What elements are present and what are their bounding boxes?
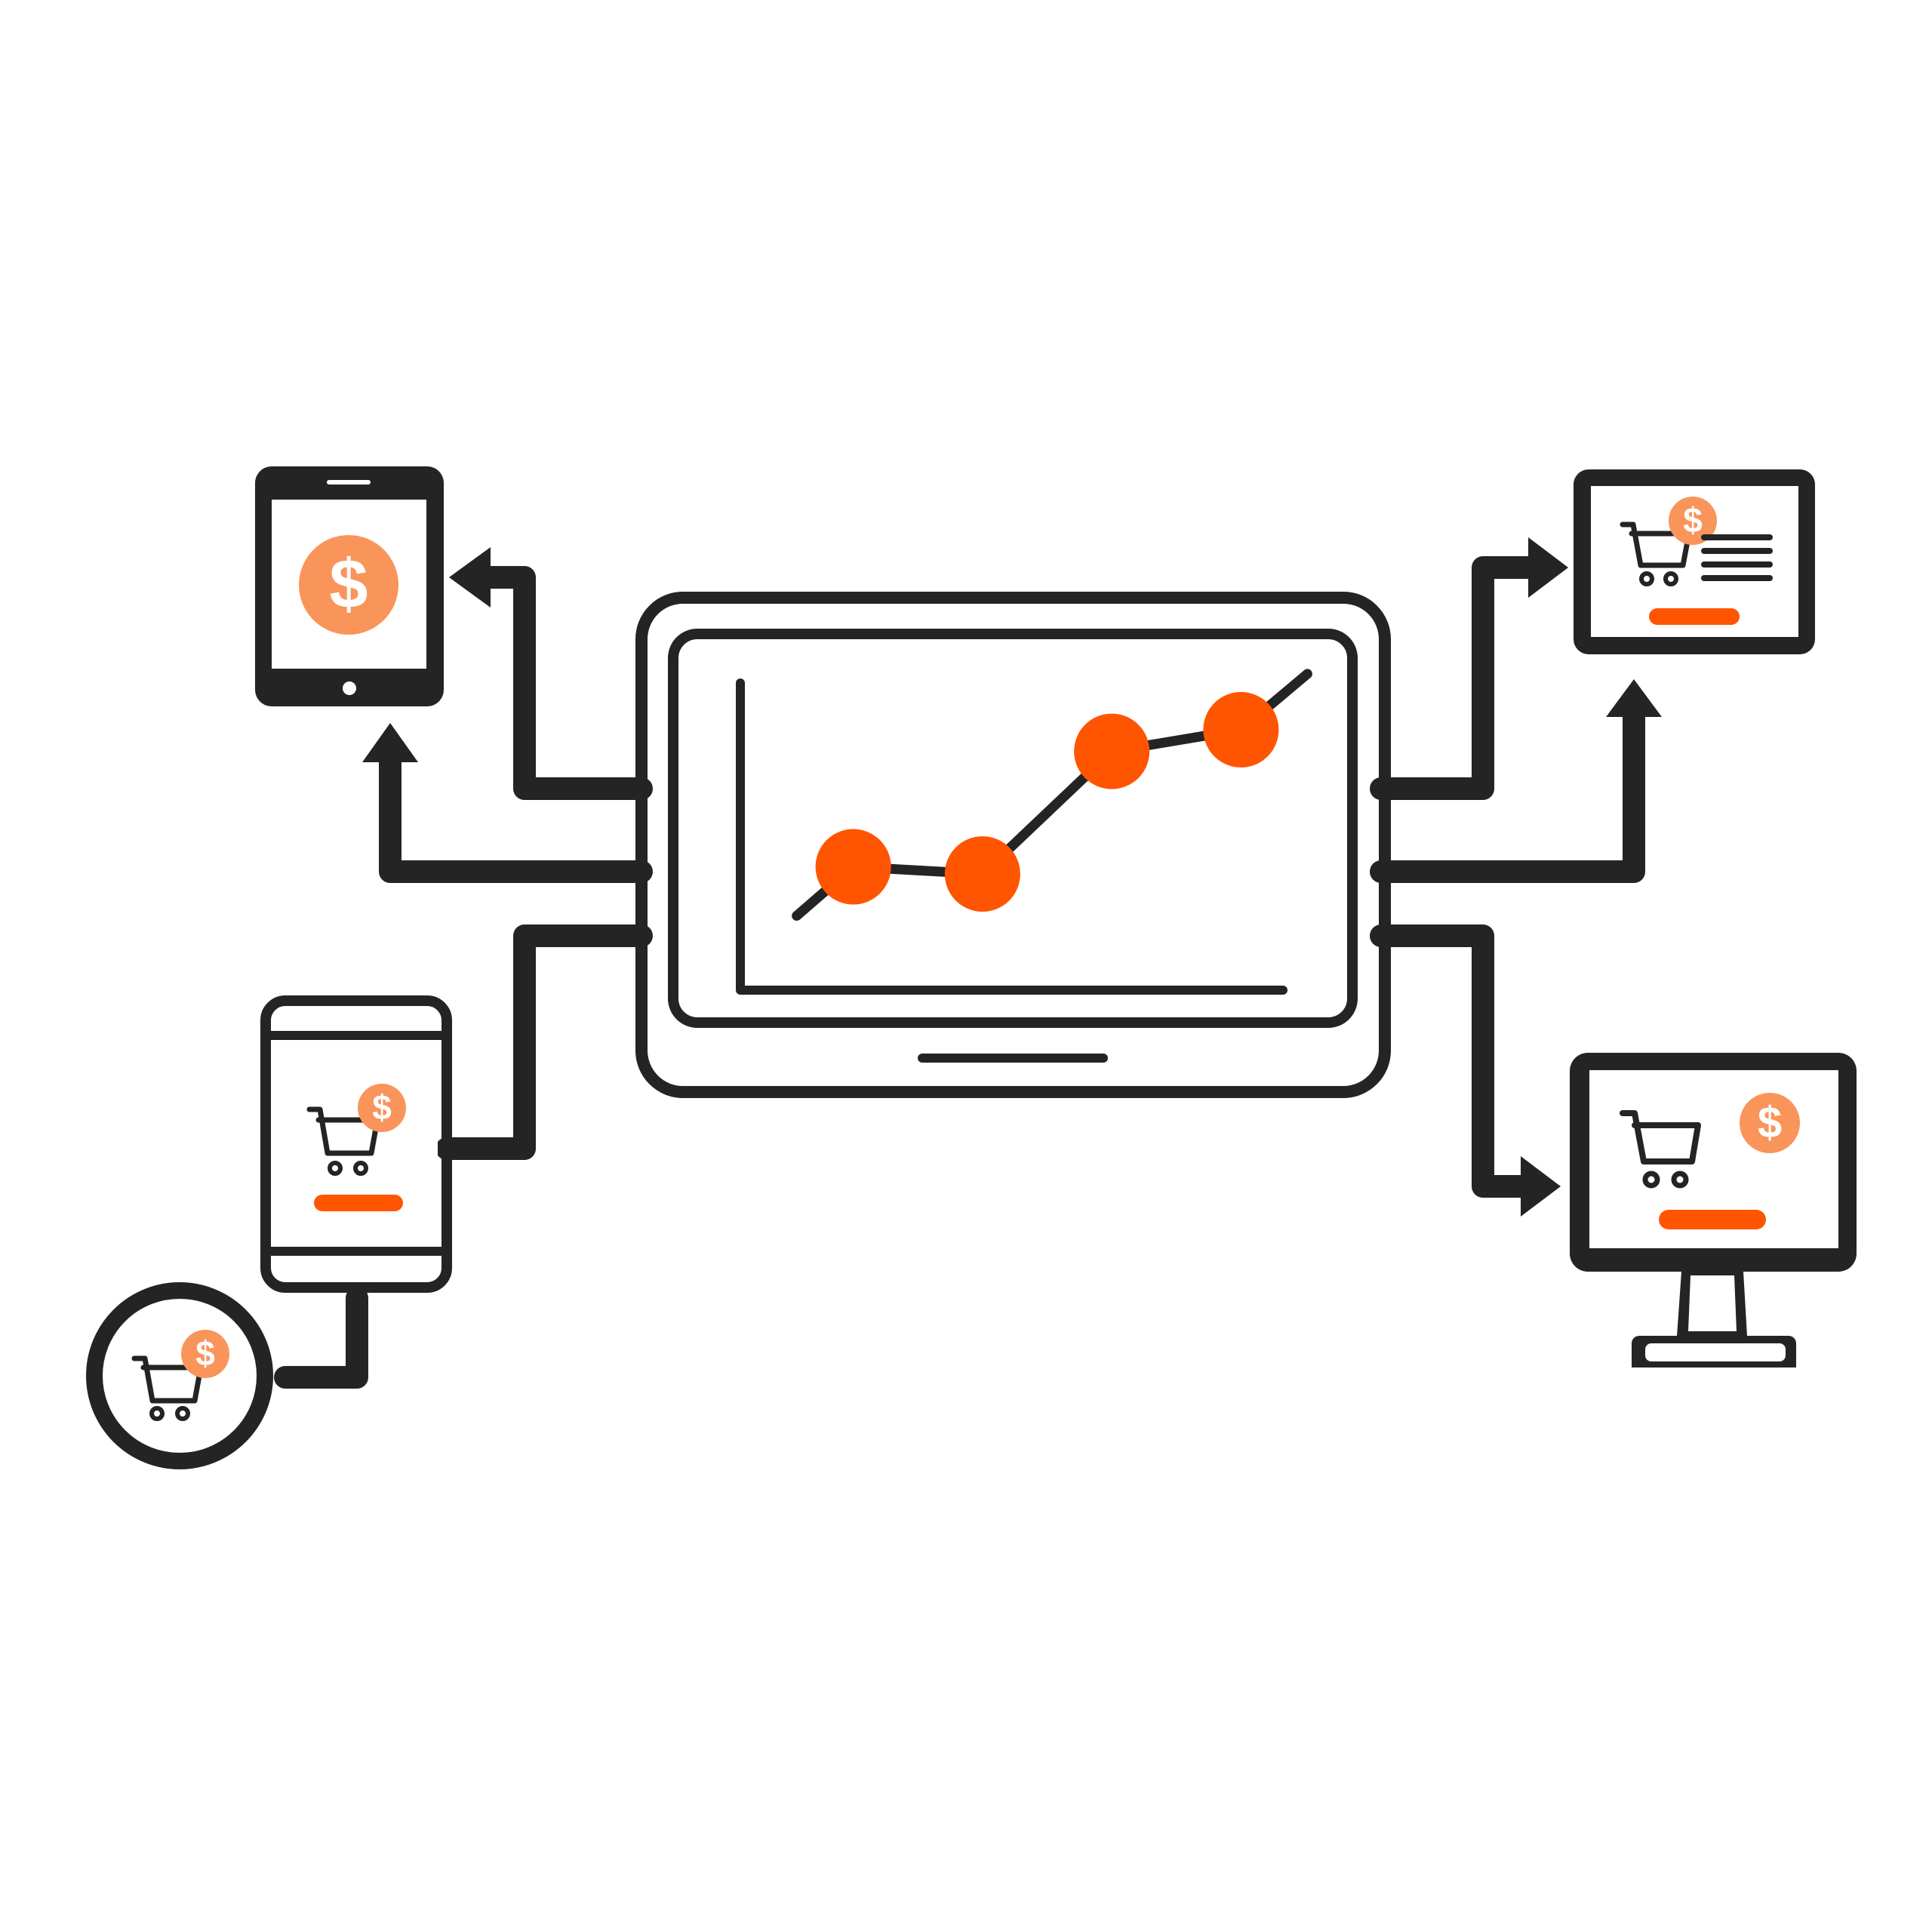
svg-text:$: $ bbox=[1758, 1098, 1782, 1147]
checkout-bar bbox=[1649, 608, 1740, 625]
laptop-screen-icon bbox=[635, 592, 1391, 1098]
dollar-coin-icon: $ bbox=[1740, 1093, 1800, 1153]
arrow-icon bbox=[449, 547, 491, 608]
arrow-icon bbox=[1521, 1156, 1561, 1217]
landscape-tablet-icon: $ bbox=[1574, 469, 1815, 654]
svg-text:$: $ bbox=[329, 546, 368, 623]
monitor-stand bbox=[1632, 1272, 1796, 1367]
connector-badge bbox=[274, 1287, 368, 1389]
smartphone-icon: $ bbox=[260, 995, 452, 1293]
connector-tablet-upper bbox=[449, 547, 653, 800]
line-chart-icon bbox=[736, 669, 1312, 995]
checkout-bar bbox=[1659, 1210, 1766, 1229]
shopping-cart-icon bbox=[1620, 1110, 1701, 1189]
chart-point-1 bbox=[815, 829, 891, 905]
chart-point-3 bbox=[1074, 713, 1150, 789]
circle-badge-icon: $ bbox=[86, 1282, 273, 1469]
arrow-icon bbox=[362, 723, 418, 762]
text-lines bbox=[1701, 534, 1773, 581]
dollar-coin-icon: $ bbox=[299, 535, 398, 635]
connector-right-monitor bbox=[1370, 924, 1561, 1217]
svg-text:$: $ bbox=[1683, 500, 1703, 540]
connector-right-tablet-lower bbox=[1370, 679, 1662, 883]
svg-text:$: $ bbox=[195, 1334, 215, 1373]
chart-point-2 bbox=[944, 836, 1020, 912]
connector-right-tablet-upper bbox=[1370, 537, 1568, 800]
chart-marks bbox=[792, 669, 1312, 921]
svg-text:$: $ bbox=[372, 1088, 392, 1127]
arrow-icon bbox=[1606, 679, 1662, 717]
chart-point-4 bbox=[1203, 691, 1279, 768]
desktop-monitor-icon: $ bbox=[1570, 1053, 1857, 1367]
connector-tablet-lower bbox=[362, 723, 653, 883]
tablet-icon: $ bbox=[255, 466, 444, 706]
arrow-icon bbox=[1528, 537, 1568, 598]
connector-phone bbox=[435, 924, 653, 1160]
connectors bbox=[274, 537, 1662, 1389]
dollar-coin-icon: $ bbox=[358, 1084, 406, 1132]
dollar-coin-icon: $ bbox=[181, 1330, 229, 1378]
checkout-bar bbox=[314, 1195, 403, 1211]
dollar-coin-icon: $ bbox=[1669, 497, 1717, 545]
